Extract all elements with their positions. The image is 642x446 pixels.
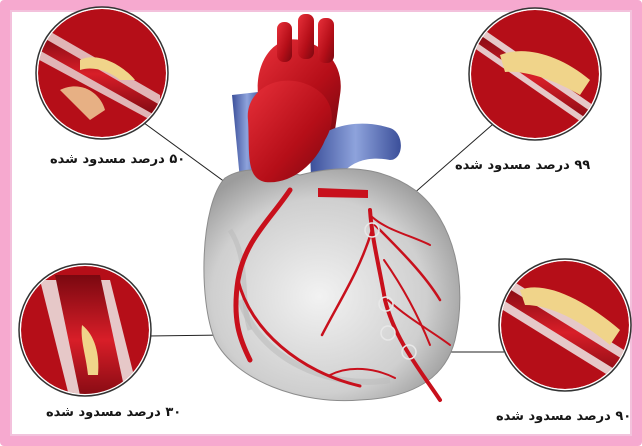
inset-bottom-right <box>495 259 640 395</box>
inset-bottom-left <box>19 264 151 405</box>
inset-top-right <box>469 8 601 140</box>
caption-top-left: ۵۰ درصد مسدود شده <box>50 152 185 168</box>
inset-top-left <box>30 7 168 139</box>
caption-bottom-right: ۹۰ درصد مسدود شده <box>496 409 631 425</box>
aorta-branch-3 <box>277 22 292 62</box>
aorta-branch-2 <box>318 18 334 63</box>
caption-top-right: ۹۹ درصد مسدود شده <box>455 158 590 174</box>
caption-bottom-left: ۳۰ درصد مسدود شده <box>46 405 181 421</box>
heart <box>204 14 460 401</box>
aorta-branch-1 <box>298 14 314 59</box>
